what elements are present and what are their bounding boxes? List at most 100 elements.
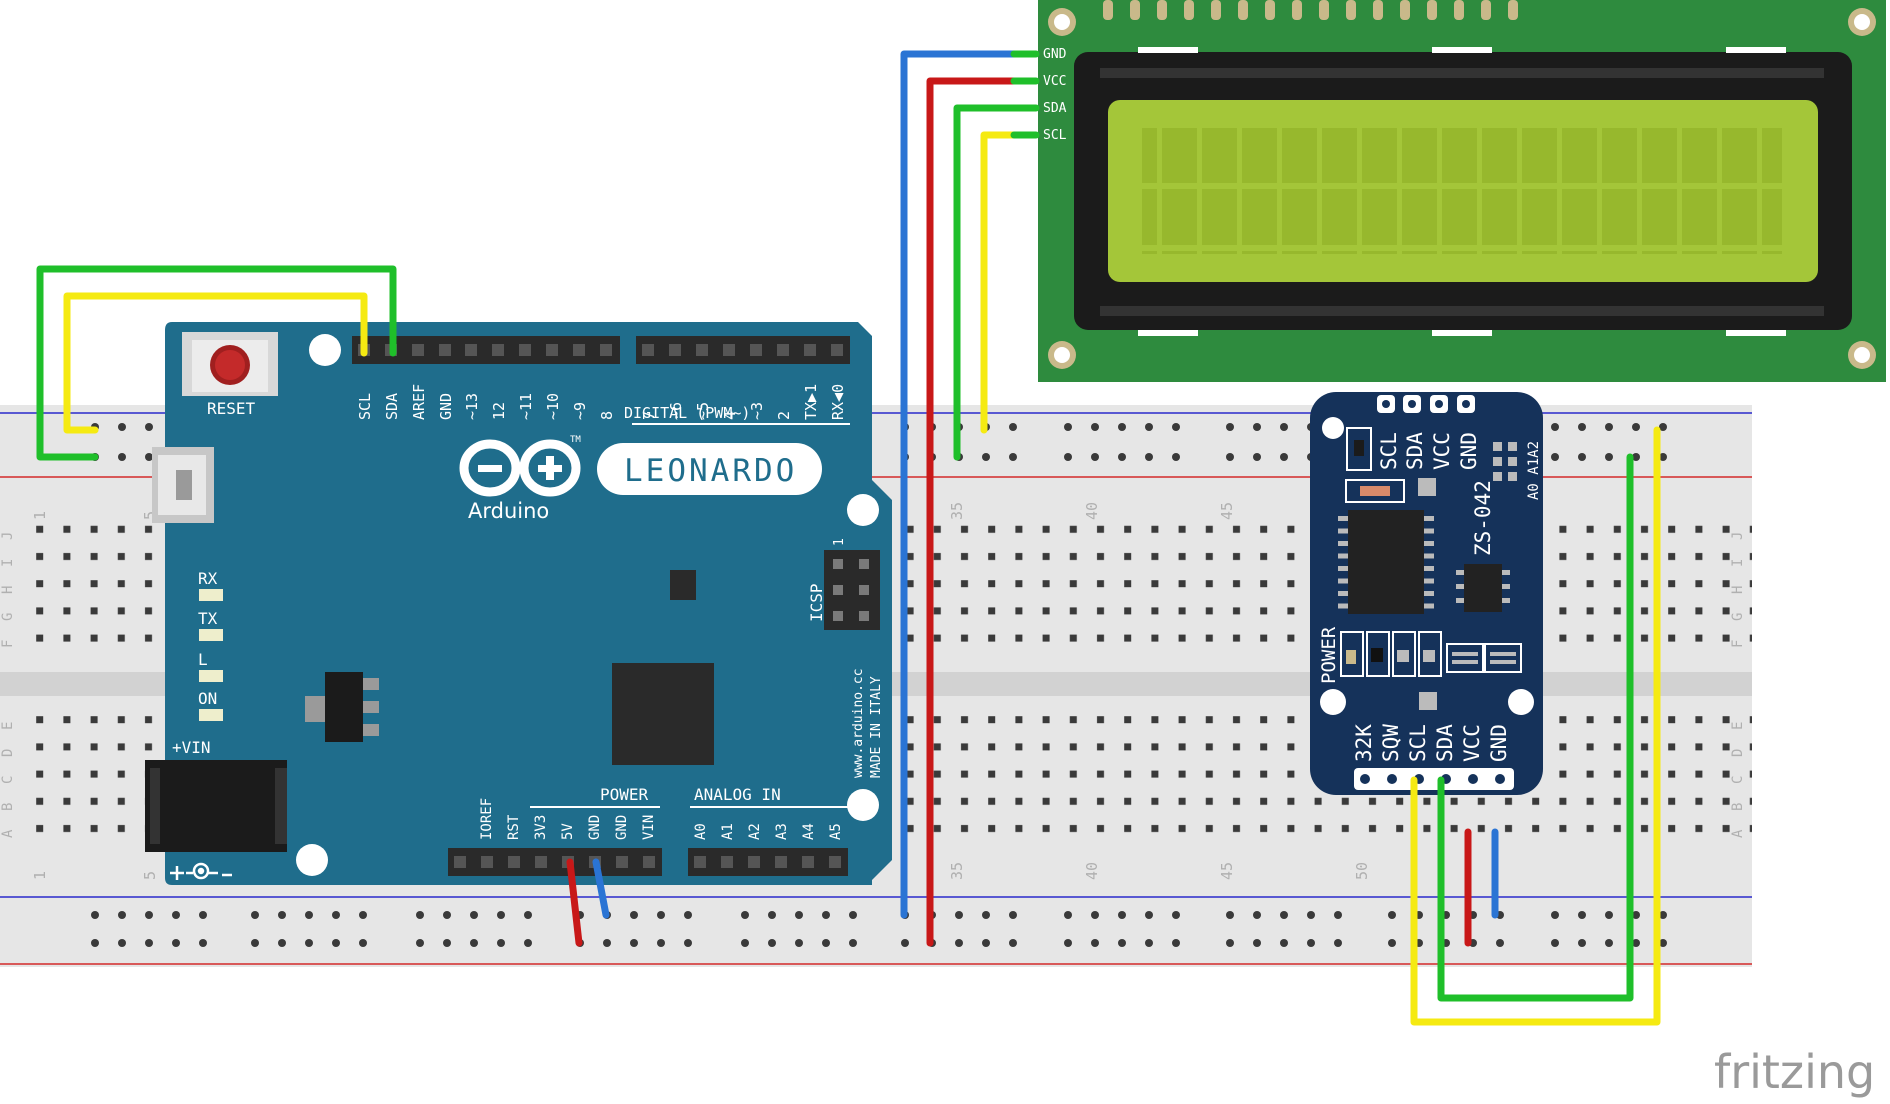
row-letter-right: C (1730, 776, 1746, 784)
top-pin-label: 4 (721, 411, 739, 420)
vin-label: +VIN (172, 738, 211, 757)
wire-lcd-scl (980, 131, 1018, 434)
top-pin-label: RX◀0 (829, 384, 847, 420)
row-letter-left: H (0, 586, 16, 594)
arduino-mount-hole (847, 494, 879, 526)
rtc-bottom-pin-gnd: GND (1487, 724, 1511, 762)
led-rx-label: RX (198, 569, 218, 588)
lcd-mount-holes (1048, 8, 1876, 369)
row-letter-left: C (0, 776, 16, 784)
analog-pin-label: A0 (693, 823, 709, 840)
header-bottom-holes (454, 856, 841, 868)
rtc-mount-hole (1322, 417, 1344, 439)
rtc-bottom-pin-vcc: VCC (1460, 724, 1484, 762)
rtc-bottom-pin-32k: 32K (1352, 724, 1376, 762)
website-label: www.arduino.cc (851, 668, 866, 778)
lcd-module: GND VCC SDA SCL (1038, 0, 1886, 382)
polarity-icon (170, 862, 232, 880)
top-pin-label: 8 (598, 411, 616, 420)
model-name: LEONARDO (624, 453, 797, 489)
row-letter-right: H (1730, 586, 1746, 594)
wire-sda-arduino-to-breadboard (36, 265, 397, 461)
eeprom-chip (1464, 564, 1502, 612)
col-num-top-45: 45 (1218, 502, 1236, 520)
col-num-bottom-35: 35 (948, 862, 966, 880)
row-letter-left: J (0, 532, 16, 540)
usb-port[interactable] (152, 447, 214, 523)
header-top-holes (358, 344, 843, 356)
rtc-bottom-pin-scl: SCL (1406, 724, 1430, 762)
top-pin-label: TX▶1 (802, 384, 820, 420)
power-label: POWER (600, 785, 649, 804)
analog-pin-label: A4 (801, 823, 817, 840)
col-num-bottom-1: 1 (31, 871, 49, 880)
power-pin-label: 5V (560, 823, 576, 840)
rtc-bottom-pin-sda: SDA (1433, 724, 1457, 762)
top-pin-label: ~5 (694, 402, 712, 420)
tm-mark: TM (570, 435, 581, 445)
arduino-mount-hole (847, 789, 879, 821)
top-pin-label: SCL (356, 393, 374, 420)
top-pin-label: ~13 (463, 393, 481, 420)
rtc-mount-hole (1508, 689, 1534, 715)
led-tx (199, 629, 223, 641)
reset-button[interactable] (182, 332, 278, 396)
row-letter-left: A (0, 829, 16, 838)
fritzing-watermark: fritzing (1714, 1045, 1875, 1099)
analog-pin-label: A1 (720, 823, 736, 840)
rtc-bottom-pin-sqw: SQW (1379, 724, 1403, 762)
led-l-label: L (198, 650, 208, 669)
rtc-address-label: A0 A1A2 (1526, 441, 1542, 500)
wire-scl-arduino-to-breadboard (63, 292, 368, 434)
wire-5v-to-rail (566, 858, 583, 947)
rtc-top-pin-vcc: VCC (1430, 432, 1454, 470)
led-l (199, 670, 223, 682)
wire-lcd-vcc (926, 77, 1018, 947)
led-on-label: ON (198, 689, 217, 708)
top-pin-label: 2 (775, 411, 793, 420)
made-in-label: MADE IN ITALY (869, 676, 884, 778)
row-letter-right: A (1730, 829, 1746, 838)
col-num-bottom-45: 45 (1218, 862, 1236, 880)
power-pin-label: 3V3 (533, 815, 549, 840)
model-badge (597, 443, 822, 495)
top-pin-label: ~6 (667, 402, 685, 420)
header-power (448, 848, 662, 876)
rtc-top-pin-sda: SDA (1403, 432, 1427, 470)
rtc-top-pin-scl: SCL (1377, 432, 1401, 470)
col-num-top-40: 40 (1083, 502, 1101, 520)
top-pin-label: ~11 (517, 393, 535, 420)
power-jack[interactable] (145, 760, 287, 852)
power-pin-label: GND (614, 815, 630, 840)
power-pin-label: IOREF (479, 798, 495, 840)
col-num-top-1: 1 (31, 511, 49, 520)
row-letter-right: E (1730, 722, 1746, 730)
icsp-label: ICSP (807, 583, 826, 622)
top-pin-label: 12 (490, 402, 508, 420)
lcd-pin-vcc: VCC (1043, 74, 1066, 89)
row-letter-right: G (1730, 613, 1746, 621)
header-analog (688, 848, 848, 876)
header-top-right (636, 336, 850, 364)
top-pin-label: ~3 (748, 402, 766, 420)
power-pin-label: GND (587, 815, 603, 840)
lcd-connector-stubs (1010, 50, 1040, 139)
row-letter-left: B (0, 803, 16, 811)
lcd-character-grid (1142, 128, 1782, 254)
status-leds: RX TX L ON (198, 569, 223, 721)
power-pin-label: VIN (641, 815, 657, 840)
row-letter-left: E (0, 722, 16, 730)
arduino-logo (459, 439, 581, 497)
lcd-pin-gnd: GND (1043, 47, 1067, 62)
row-letter-left: D (0, 749, 16, 757)
row-letter-left: I (0, 559, 16, 567)
top-pin-label: SDA (383, 393, 401, 420)
voltage-regulator (305, 672, 379, 742)
row-letter-right: D (1730, 749, 1746, 757)
power-pin-label: RST (506, 814, 522, 840)
col-num-top-35: 35 (948, 502, 966, 520)
